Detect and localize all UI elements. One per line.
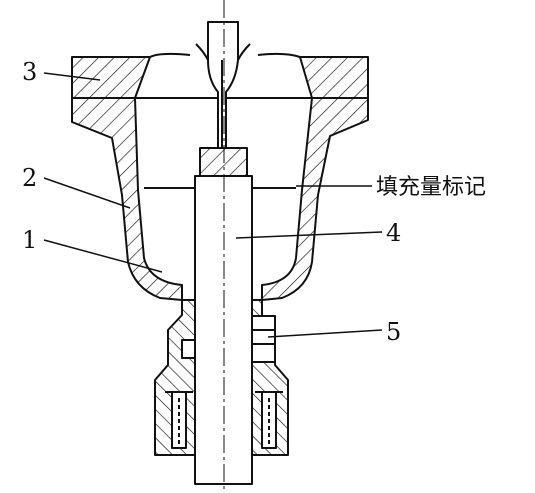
callout-4: 4	[386, 219, 401, 247]
callout-1: 1	[22, 226, 37, 254]
leader-5	[267, 329, 383, 338]
leader-3	[43, 72, 101, 81]
callout-5: 5	[386, 318, 401, 346]
callout-2: 2	[22, 164, 37, 192]
callout-3: 3	[22, 58, 37, 86]
fill-mark-label: 填充量标记	[376, 175, 486, 200]
leader-2	[43, 177, 131, 209]
lower-sleeve	[154, 299, 289, 456]
leader-4	[235, 231, 383, 239]
leader-lines	[43, 72, 383, 338]
leader-1	[43, 239, 163, 273]
